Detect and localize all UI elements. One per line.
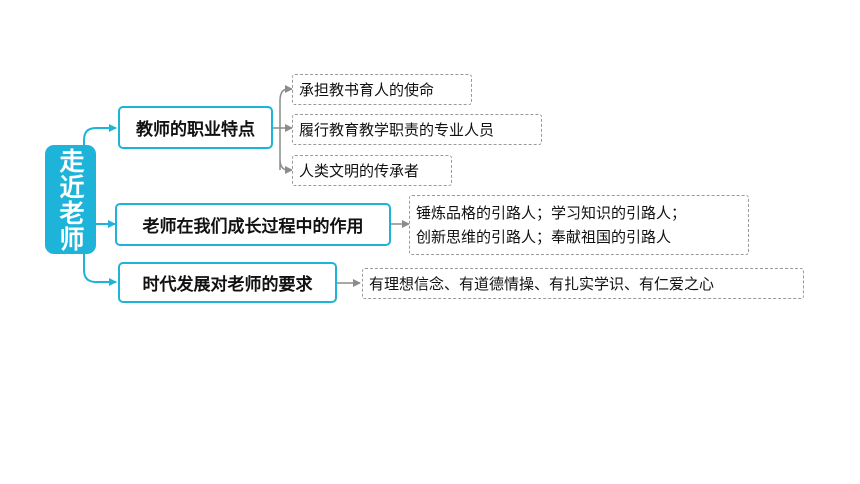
connector-topic-1-leaves <box>273 88 292 171</box>
root-label: 走近老师 <box>56 147 85 252</box>
leaf-label: 人类文明的传承者 <box>299 162 420 180</box>
connector-root-topic-3 <box>83 254 117 286</box>
leaf-label: 承担教书育人的使命 <box>299 81 435 99</box>
topic-label: 时代发展对老师的要求 <box>142 275 313 295</box>
leaf-four-haves[interactable]: 有理想信念、有道德情操、有扎实学识、有仁爱之心 <box>362 268 804 299</box>
topic-career-traits[interactable]: 教师的职业特点 <box>118 106 273 149</box>
leaf-line-1: 锤炼品格的引路人；学习知识的引路人； <box>416 204 687 222</box>
connector-root-topic-1 <box>83 124 117 145</box>
topic-label: 老师在我们成长过程中的作用 <box>142 217 364 237</box>
root-node: 走近老师 <box>45 145 96 254</box>
leaf-line-2: 创新思维的引路人；奉献祖国的引路人 <box>416 228 672 246</box>
leaf-label: 有理想信念、有道德情操、有扎实学识、有仁爱之心 <box>369 275 715 293</box>
topic-label: 教师的职业特点 <box>136 120 255 140</box>
leaf-guides[interactable]: 锤炼品格的引路人；学习知识的引路人； 创新思维的引路人；奉献祖国的引路人 <box>409 195 749 255</box>
topic-era-requirements[interactable]: 时代发展对老师的要求 <box>118 262 337 303</box>
leaf-label: 履行教育教学职责的专业人员 <box>299 121 495 139</box>
leaf-professional[interactable]: 履行教育教学职责的专业人员 <box>292 114 542 145</box>
leaf-mission[interactable]: 承担教书育人的使命 <box>292 74 472 105</box>
topic-teacher-role[interactable]: 老师在我们成长过程中的作用 <box>115 203 391 246</box>
leaf-civilization[interactable]: 人类文明的传承者 <box>292 155 452 186</box>
